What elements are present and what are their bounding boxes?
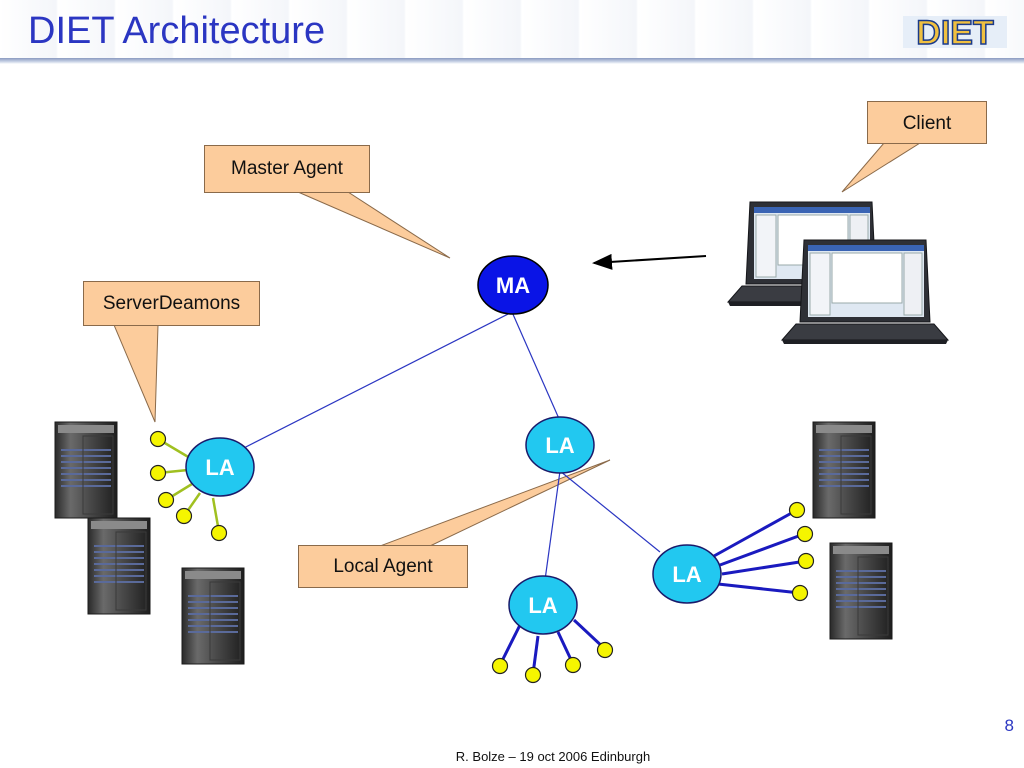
server-daemon bbox=[788, 501, 806, 519]
master-agent-node: MA bbox=[477, 255, 549, 315]
logo-text: DIET bbox=[916, 14, 994, 50]
client-callout: Client bbox=[867, 101, 987, 144]
master-agent-callout: Master Agent bbox=[204, 145, 370, 193]
client-callout-label: Client bbox=[902, 113, 952, 134]
server-deamons-callout: ServerDeamons bbox=[83, 281, 260, 326]
local-agent-node-center: LA bbox=[525, 416, 595, 474]
server-rack-icon bbox=[812, 421, 876, 519]
server-rack-icon bbox=[54, 421, 118, 519]
server-daemon bbox=[797, 552, 815, 570]
laptop-icon bbox=[781, 239, 949, 345]
local-agent-label: LA bbox=[545, 433, 574, 458]
local-agent-label: LA bbox=[205, 455, 234, 480]
server-daemon bbox=[175, 507, 193, 525]
master-agent-callout-pointer bbox=[297, 191, 451, 259]
master-agent-label: MA bbox=[496, 273, 530, 298]
local-agent-callout: Local Agent bbox=[298, 545, 468, 588]
server-daemon bbox=[564, 656, 582, 674]
local-agent-label: LA bbox=[528, 593, 557, 618]
server-rack-icon bbox=[829, 542, 893, 640]
slide-title: DIET Architecture bbox=[28, 10, 326, 52]
server-daemon bbox=[491, 657, 509, 675]
local-agent-node-left: LA bbox=[185, 437, 255, 497]
slide-header bbox=[0, 0, 1024, 60]
local-agent-callout-pointer bbox=[379, 459, 611, 547]
local-agent-label: LA bbox=[672, 562, 701, 587]
page-number: 8 bbox=[1004, 716, 1014, 735]
server-daemon bbox=[596, 641, 614, 659]
local-agent-node-right: LA bbox=[652, 544, 722, 604]
diet-logo-icon: DIET bbox=[903, 14, 1007, 50]
server-daemon bbox=[157, 491, 175, 509]
local-agent-node-bottom: LA bbox=[508, 575, 578, 635]
server-daemon bbox=[796, 525, 814, 543]
server-daemon bbox=[791, 584, 809, 602]
client-request-arrow bbox=[592, 253, 707, 270]
server-deamons-callout-label: ServerDeamons bbox=[102, 293, 241, 314]
slide-footer: R. Bolze – 19 oct 2006 Edinburgh bbox=[455, 749, 651, 764]
server-daemon bbox=[149, 430, 167, 448]
header-rule bbox=[0, 58, 1024, 64]
server-rack-icon bbox=[181, 567, 245, 665]
server-daemon bbox=[524, 666, 542, 684]
server-daemon bbox=[149, 464, 167, 482]
server-deamons-callout-pointer bbox=[113, 324, 159, 423]
master-agent-callout-label: Master Agent bbox=[231, 158, 343, 179]
server-daemon bbox=[210, 524, 228, 542]
server-rack-icon bbox=[87, 517, 151, 615]
agent-links bbox=[231, 311, 661, 581]
client-callout-pointer bbox=[841, 142, 922, 193]
right-daemon-links bbox=[713, 508, 807, 595]
local-agent-callout-label: Local Agent bbox=[333, 556, 433, 577]
